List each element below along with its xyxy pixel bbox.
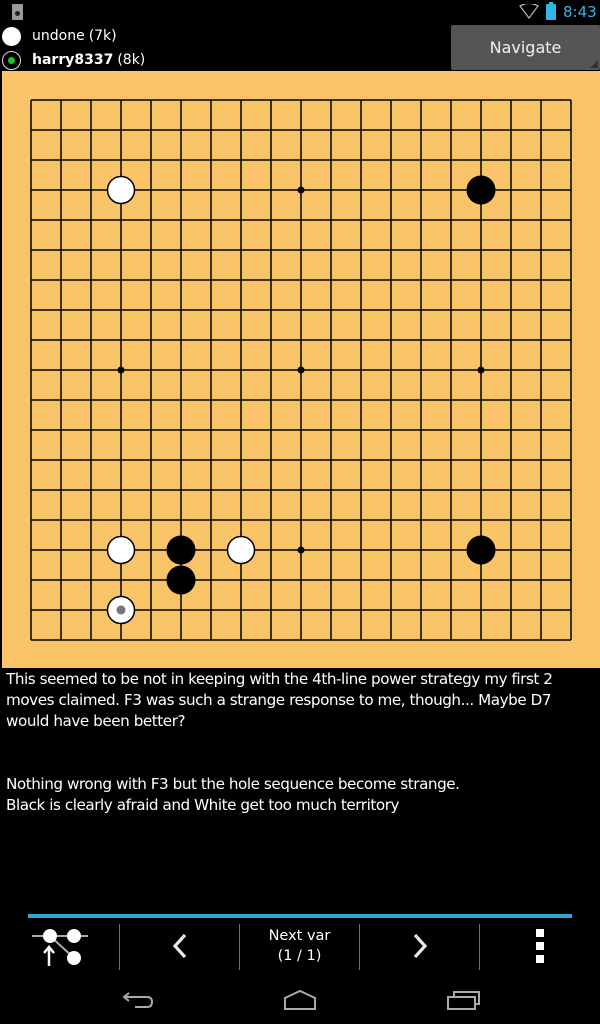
toolbar-separator [359,924,360,970]
comment-panel: This seemed to be not in keeping with th… [6,669,596,816]
toolbar-separator [479,924,480,970]
previous-move-button[interactable] [120,918,239,974]
status-bar: 8:43 [0,0,600,25]
chevron-right-icon [413,933,427,959]
black-stone[interactable] [166,535,196,565]
comment-paragraph: Nothing wrong with F3 but the hole seque… [6,775,460,793]
white-stone[interactable] [106,535,136,565]
star-point [297,186,305,194]
next-var-label: Next var [268,928,331,944]
white-stone-icon [2,26,21,46]
star-point [477,366,485,374]
white-stone[interactable] [226,535,256,565]
black-stone[interactable] [166,565,196,595]
go-board[interactable] [2,71,600,668]
board-grid[interactable] [2,71,600,668]
navigate-button[interactable]: Navigate [451,25,600,70]
battery-icon [546,2,556,20]
recent-apps-icon [447,991,480,1010]
last-move-marker-icon [116,605,126,615]
black-player-rank: (8k) [117,52,146,68]
variation-tree-icon [31,929,88,966]
bottom-toolbar: Next var (1 / 1) [0,914,600,974]
black-player-name-wrap: harry8337 [32,52,113,68]
overflow-menu-button[interactable] [480,918,600,974]
toolbar-accent-line [28,914,572,918]
black-stone-icon [2,50,21,70]
home-button[interactable] [270,985,330,1015]
black-player-name: harry8337 [32,52,114,68]
turn-indicator-icon [8,56,15,64]
back-icon [122,992,154,1008]
star-point [297,366,305,374]
star-point [117,366,125,374]
comment-paragraph: Black is clearly afraid and White get to… [6,796,400,814]
toolbar-separator [119,924,120,970]
white-player-name: undone [32,28,85,44]
wifi-icon [519,4,539,19]
comment-paragraph: This seemed to be not in keeping with th… [6,670,553,730]
toolbar-separator [239,924,240,970]
chevron-left-icon [172,933,186,959]
next-var-count: (1 / 1) [277,948,322,964]
recent-apps-button[interactable] [434,985,494,1015]
black-stone[interactable] [466,535,496,565]
star-point [297,546,305,554]
next-variation-button[interactable]: Next var (1 / 1) [240,918,359,974]
black-stone[interactable] [466,175,496,205]
system-navigation-bar [0,975,600,1024]
home-icon [284,989,316,1010]
player-black-row: harry8337 (8k) [0,48,145,72]
white-player-rank: (7k) [88,28,117,44]
player-white-row: undone (7k) [0,24,117,48]
variation-tree-button[interactable] [0,918,119,974]
sd-card-icon [12,4,23,20]
overflow-menu-icon [536,929,544,963]
clock: 8:43 [563,3,597,21]
back-button[interactable] [108,985,168,1015]
white-stone[interactable] [106,175,136,205]
next-move-button[interactable] [360,918,479,974]
